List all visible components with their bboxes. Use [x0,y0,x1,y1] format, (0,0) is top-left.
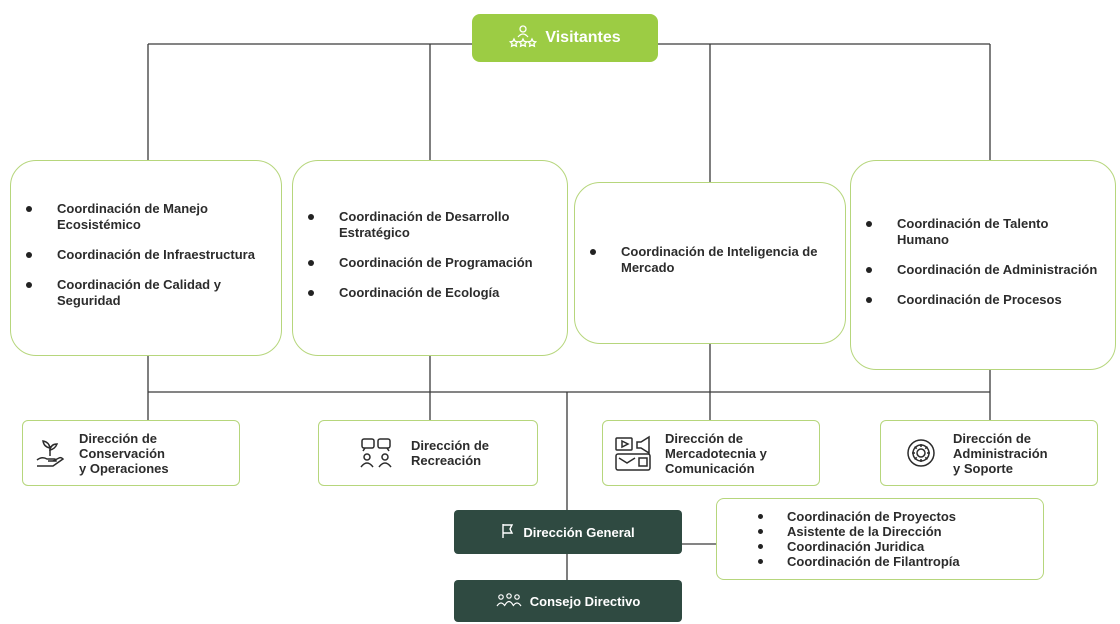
side-item: Coordinación de Proyectos [758,509,960,524]
coord-group-4: Coordinación de Talento Humano Coordinac… [850,160,1116,370]
direction-label: Dirección de Administración y Soporte [953,430,1048,476]
coord-item: Coordinación de Talento Humano [866,216,1101,248]
direction-recreacion: Dirección de Recreación [318,420,538,486]
side-item: Asistente de la Dirección [758,524,960,539]
coord-group-3: Coordinación de Inteligencia de Mercado [574,182,846,344]
direction-mercadotecnia: Dirección de Mercadotecnia y Comunicació… [602,420,820,486]
direction-label: Dirección de Recreación [411,438,490,468]
coord-item: Coordinación de Infraestructura [26,247,267,263]
direction-label: Dirección de Conservación y Operaciones [79,430,169,476]
gear-icon [905,437,937,469]
coord-item: Coordinación de Calidad y Seguridad [26,277,267,309]
chat-people-icon [359,436,393,470]
direction-administracion: Dirección de Administración y Soporte [880,420,1098,486]
coord-group-1: Coordinación de Manejo Ecosistémico Coor… [10,160,282,356]
side-item: Coordinación de Filantropía [758,554,960,569]
coord-item: Coordinación de Manejo Ecosistémico [26,201,267,233]
coord-item: Coordinación de Administración [866,262,1101,278]
consejo-directivo-label: Consejo Directivo [529,593,641,609]
coord-item: Coordinación de Inteligencia de Mercado [590,244,831,276]
direccion-general-node: Dirección General [454,510,682,554]
users-stars-icon [509,24,538,53]
consejo-directivo-node: Consejo Directivo [454,580,682,622]
direction-label: Dirección de Mercadotecnia y Comunicació… [665,430,767,476]
side-item: Coordinación Juridica [758,539,960,554]
media-megaphone-icon [613,434,653,472]
visitantes-node: Visitantes [472,14,658,62]
direction-conservacion: Dirección de Conservación y Operaciones [22,420,240,486]
coord-item: Coordinación de Procesos [866,292,1101,308]
group-icon [496,592,522,610]
general-side-list: Coordinación de Proyectos Asistente de l… [716,498,1044,580]
coord-item: Coordinación de Programación [308,255,553,271]
coord-item: Coordinación de Ecología [308,285,553,301]
visitantes-label: Visitantes [545,29,621,46]
flag-icon [501,523,515,542]
coord-group-2: Coordinación de Desarrollo Estratégico C… [292,160,568,356]
coord-item: Coordinación de Desarrollo Estratégico [308,209,553,241]
hand-plant-icon [33,436,67,470]
direccion-general-label: Dirección General [523,524,635,540]
